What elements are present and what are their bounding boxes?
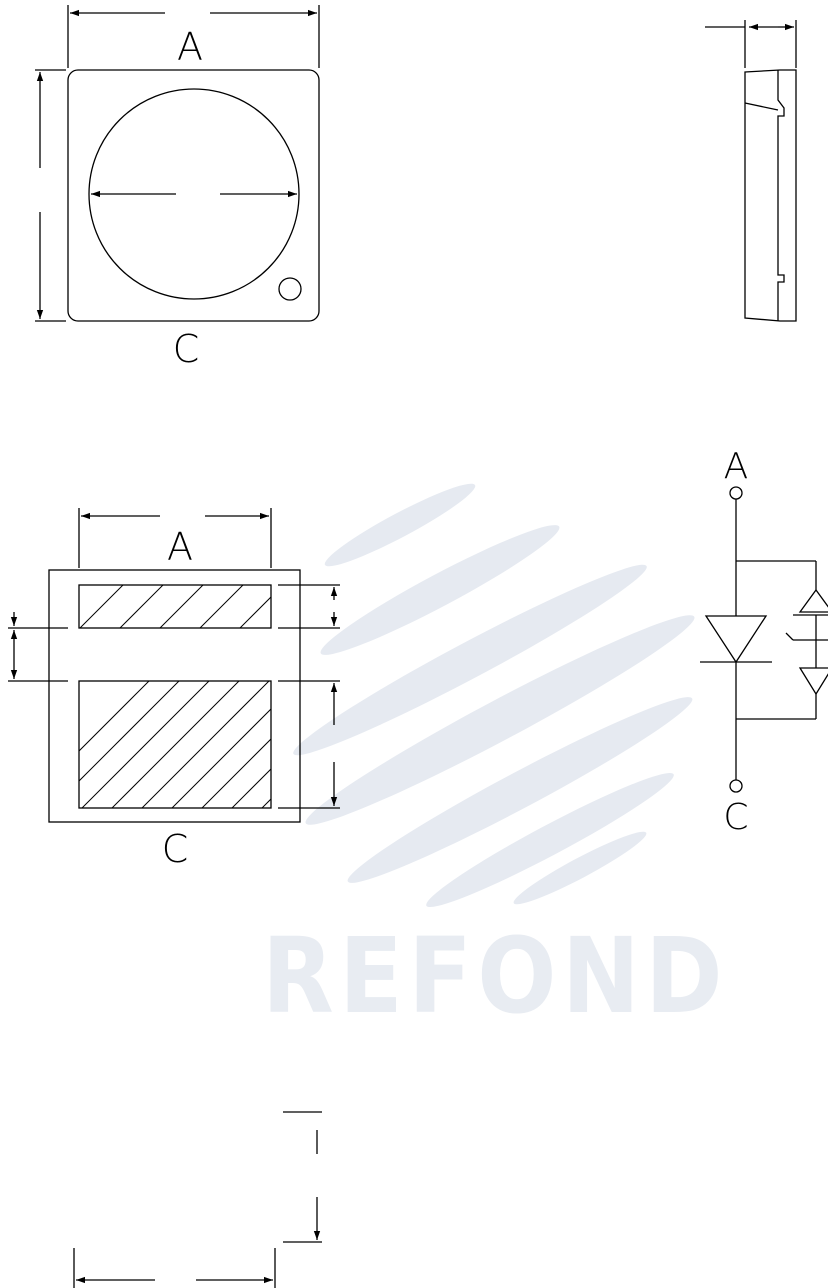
pad-view: A C (8, 508, 340, 871)
watermark-text: REFOND (262, 915, 728, 1037)
pad-outline (48, 569, 301, 823)
pad-cathode-label: C (162, 827, 189, 871)
package-outline (67, 69, 320, 322)
cathode-pad-hatch (79, 681, 271, 808)
bottom-partial-view (73, 1111, 322, 1288)
polarity-mark (278, 277, 302, 301)
anode-pad (78, 584, 272, 629)
anode-terminal (729, 486, 743, 500)
lens-circle (88, 88, 300, 300)
schematic-anode-label: A (724, 446, 749, 487)
circuit-schematic: A C (700, 446, 828, 838)
pad-anode-label: A (167, 525, 193, 569)
cathode-terminal (729, 779, 743, 793)
zener-diode-symbol-bottom (798, 667, 828, 696)
top-view: A C (35, 5, 320, 371)
top-view-cathode-label: C (173, 327, 200, 371)
schematic-cathode-label: C (723, 797, 748, 838)
side-profile (744, 69, 797, 322)
led-diode-symbol (704, 615, 768, 664)
cathode-pad (78, 680, 272, 809)
side-view (705, 20, 797, 322)
watermark-logo: REFOND (262, 483, 728, 1037)
zener-diode-symbol-top (798, 588, 828, 613)
anode-pad-hatch (79, 585, 271, 628)
top-view-anode-label: A (177, 25, 203, 69)
